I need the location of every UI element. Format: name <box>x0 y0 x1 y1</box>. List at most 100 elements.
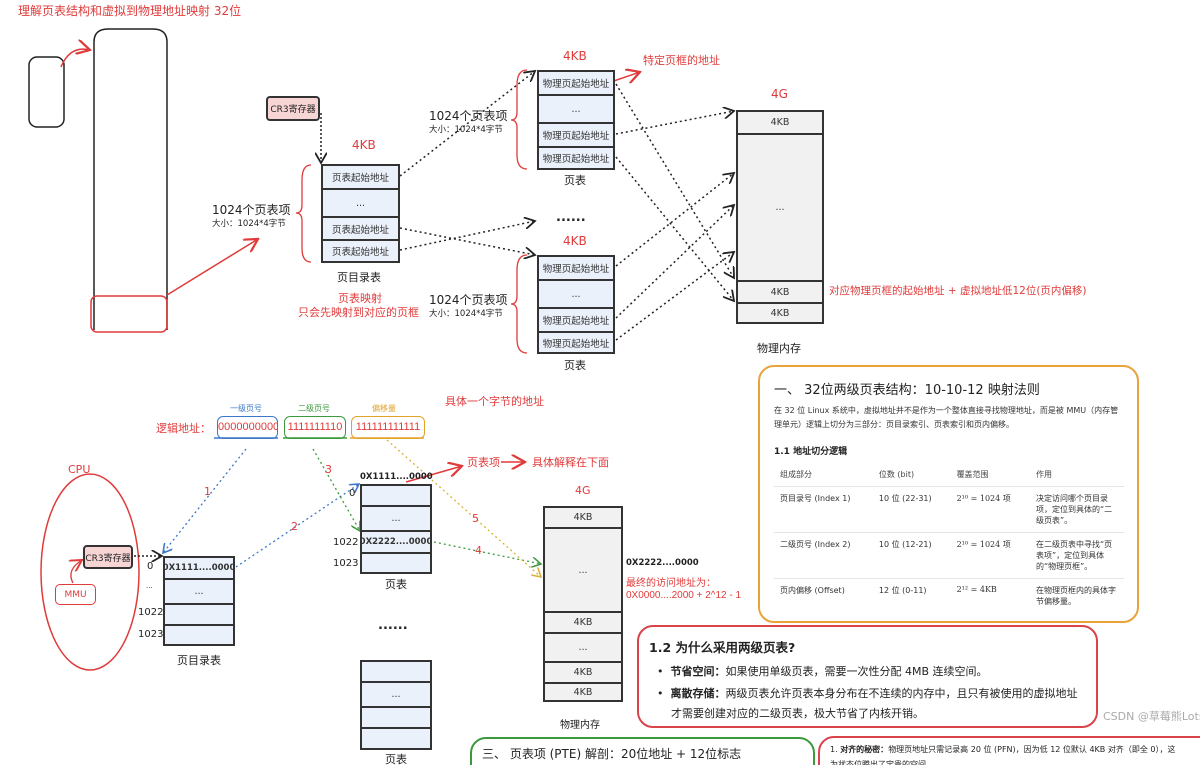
card-pte-anatomy: 三、 页表项 (PTE) 解剖：20位地址 + 12位标志 <box>470 737 815 765</box>
table-cell: 10 位 (12-21) <box>872 532 951 579</box>
card2-title: 1.2 为什么采用两级页表? <box>649 640 796 655</box>
pd-index: 0 <box>147 561 154 572</box>
step-4-label: 4 <box>475 544 482 557</box>
pd-index: 1022 <box>138 607 164 618</box>
page-directory-table: 页表起始地址 ... 页表起始地址 页表起始地址 <box>321 164 400 263</box>
card-address-split: 一、 32位两级页表结构：10-10-12 映射法则 在 32 位 Linux … <box>758 365 1139 623</box>
more-tables-ellipsis: ...... <box>556 210 586 225</box>
card4-item: 1. 对齐的秘密：物理页地址只需记录高 20 位 (PFN)，因为低 12 位默… <box>830 742 1180 765</box>
table-cell: 2¹⁰ = 1024 项 <box>950 532 1030 579</box>
page-table-bottom: ... 0X2222....0000 <box>360 484 432 574</box>
memory-offset-note: 对应物理页框的起始地址 + 虚拟地址低12位(页内偏移) <box>829 285 1087 297</box>
card1-intro: 在 32 位 Linux 系统中，虚拟地址并不是作为一个整体直接寻找物理地址，而… <box>774 406 1119 429</box>
pd-row: 页表起始地址 <box>323 218 398 241</box>
pt-entry <box>362 486 430 507</box>
pd-bytes-label: 大小：1024*4字节 <box>212 219 286 229</box>
pt-entry <box>362 708 430 729</box>
pd-index: ... <box>146 582 153 590</box>
step4-arrow <box>433 541 541 564</box>
virtual-highlight-region <box>90 295 168 333</box>
pt1-count-label: 1024个页表项 <box>429 109 508 123</box>
byte-address-note: 具体一个字节的地址 <box>445 395 544 408</box>
card2-term: 节省空间： <box>670 665 726 678</box>
mapping-arrows <box>399 71 734 341</box>
cpu-label: CPU <box>68 463 91 476</box>
table-cell: 决定访问哪个页目录项，定位到具体的“二级页表”。 <box>1030 486 1124 533</box>
more-tables-ellipsis-bottom: ...... <box>378 618 408 633</box>
card2-text: 两级页表允许页表本身分布在不连续的内存中，且只有被使用的虚拟地址才需要创建对应的… <box>671 687 1078 720</box>
page-table-bottom-2: ... <box>360 660 432 750</box>
pt-index: 0 <box>349 488 356 499</box>
virtual-address-space <box>93 28 168 330</box>
card2-text: 如果使用单级页表，需要一次性分配 4MB 连续空间。 <box>725 665 988 678</box>
pt-index: 1022 <box>333 537 359 548</box>
step-3-label: 3 <box>325 463 332 476</box>
mem-row: 4KB <box>738 282 822 304</box>
step-2-label: 2 <box>291 520 298 533</box>
pt-entry: ... <box>362 507 430 532</box>
pt2-brace <box>510 254 528 354</box>
table-header-row: 组成部分 位数 (bit) 覆盖范围 作用 <box>774 463 1124 487</box>
pte-note: 页表项 <box>467 456 500 469</box>
table-header: 位数 (bit) <box>872 463 951 487</box>
virtual-small-block <box>28 56 65 128</box>
card1-subtitle: 1.1 地址切分逻辑 <box>774 447 848 457</box>
pd-entry: 0X1111....0000 <box>163 558 235 580</box>
pt-row: 物理页起始地址 <box>539 124 613 148</box>
pt2-size-label: 4KB <box>563 234 587 248</box>
table-row: 页目录号 (Index 1) 10 位 (22-31) 2¹⁰ = 1024 项… <box>774 486 1124 533</box>
card3-title: 三、 页表项 (PTE) 解剖：20位地址 + 12位标志 <box>482 747 742 761</box>
pd-size-label: 4KB <box>352 138 376 152</box>
mem-caption: 物理内存 <box>757 342 801 355</box>
mem-size-label: 4G <box>771 87 788 101</box>
mem-row: 4KB <box>545 508 621 529</box>
pt2-count-label: 1024个页表项 <box>429 293 508 307</box>
red-arrow-region-to-pd <box>166 239 258 296</box>
pd-row: ... <box>323 190 398 218</box>
seg-value-offset: 111111111111 <box>351 416 425 439</box>
card4-term: 对齐的秘密： <box>840 745 889 754</box>
pt2-bytes-label: 大小：1024*4字节 <box>429 309 503 319</box>
pd-entry: ... <box>165 580 233 605</box>
pt1-brace <box>510 69 528 170</box>
card-why-two-level: 1.2 为什么采用两级页表? • 节省空间：如果使用单级页表，需要一次性分配 4… <box>637 625 1098 728</box>
pt1-size-label: 4KB <box>563 49 587 63</box>
table-cell: 在二级页表中寻找“页表项”，定位到具体的“物理页框”。 <box>1030 532 1124 579</box>
pt-row: 物理页起始地址 <box>539 257 613 281</box>
mmu-to-cr3-arrow <box>71 560 82 584</box>
pd-entry <box>165 626 233 644</box>
pt-entry <box>362 729 430 748</box>
pt-row: ... <box>539 96 613 124</box>
pte-note-detail: 具体解释在下面 <box>532 456 609 469</box>
table-header: 组成部分 <box>774 463 873 487</box>
table-cell: 2¹⁰ = 1024 项 <box>950 486 1030 533</box>
red-arrow-small-to-big <box>60 49 90 68</box>
cpu-boundary <box>40 473 140 671</box>
address-split-table: 组成部分 位数 (bit) 覆盖范围 作用 页目录号 (Index 1) 10 … <box>774 463 1124 613</box>
mmu-box: MMU <box>55 584 96 605</box>
card4-text: 物理页地址只需记录高 20 位 (PFN)，因为低 12 位默认 4KB 对齐（… <box>830 745 1176 765</box>
table-row: 页内偏移 (Offset) 12 位 (0-11) 2¹² = 4KB 在物理页… <box>774 579 1124 614</box>
final-address-value: 0X0000....2000 + 2^12 - 1 <box>626 590 742 601</box>
pt1-bytes-label: 大小：1024*4字节 <box>429 125 503 135</box>
step1-arrow <box>163 448 247 553</box>
table-cell: 12 位 (0-11) <box>878 586 927 595</box>
mem-row: 4KB <box>738 112 822 135</box>
diagram-title: 理解页表结构和虚拟到物理地址映射 32位 <box>18 4 242 18</box>
page-table-2: 物理页起始地址 ... 物理页起始地址 物理页起始地址 <box>537 255 615 354</box>
card-alignment: 1. 对齐的秘密：物理页地址只需记录高 20 位 (PFN)，因为低 12 位默… <box>818 736 1200 765</box>
step-1-label: 1 <box>204 485 211 498</box>
card1-title: 一、 32位两级页表结构：10-10-12 映射法则 <box>774 383 1040 398</box>
table-cell: 在物理页框内的具体字节偏移量。 <box>1036 586 1116 606</box>
mem-row: 4KB <box>770 307 790 319</box>
mapping-note-1: 页表映射 <box>338 292 382 305</box>
pd-caption: 页目录表 <box>337 271 381 284</box>
watermark: CSDN @草莓熊Lotso <box>1103 710 1200 723</box>
pt-row: ... <box>539 281 613 309</box>
physical-memory-bottom: 4KB ... 4KB ... 4KB 4KB <box>543 506 623 702</box>
seg-value-level2: 1111111110 <box>284 416 346 439</box>
pt-index: 1023 <box>333 558 359 569</box>
pd-count-label: 1024个页表项 <box>212 203 291 217</box>
pt1-caption: 页表 <box>564 174 586 187</box>
